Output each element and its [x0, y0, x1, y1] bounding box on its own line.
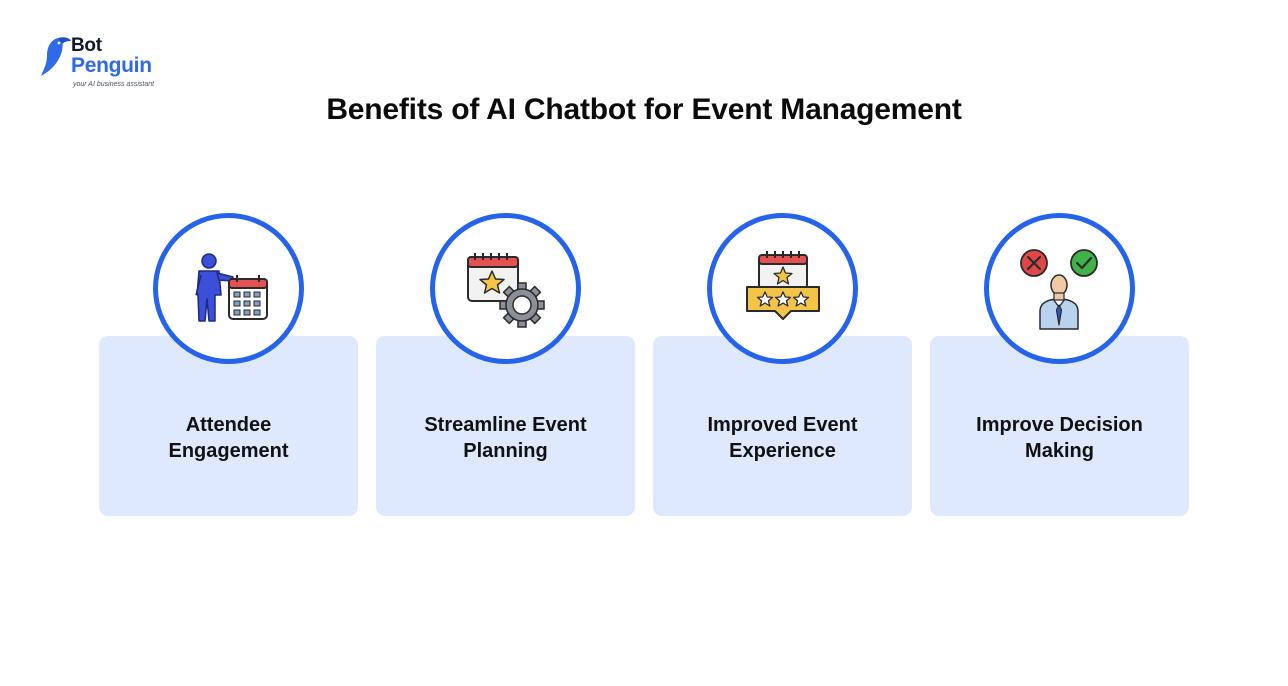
benefit-card-attendee-engagement: Attendee Engagement: [99, 336, 358, 516]
calendar-rating-icon: [745, 250, 820, 320]
benefit-card-improved-event-experience: Improved Event Experience: [653, 336, 912, 516]
benefit-label-line1: Streamline Event: [424, 414, 587, 436]
benefit-card-improve-decision-making: Improve Decision Making: [930, 336, 1189, 516]
benefit-label: Improve Decision Making: [942, 412, 1177, 464]
benefit-icon-circle: [984, 213, 1135, 364]
benefit-label-line1: Improved Event: [707, 414, 858, 436]
logo-tagline: your AI business assistant: [73, 81, 155, 88]
decision-person-icon: [1019, 248, 1098, 330]
logo-name-bot: Bot: [71, 35, 102, 56]
penguin-logo-icon: [41, 37, 71, 76]
benefit-icon-circle: [707, 213, 858, 364]
benefit-label: Attendee Engagement: [111, 412, 346, 464]
benefit-icon-circle: [153, 213, 304, 364]
logo-name-penguin: Penguin: [71, 54, 152, 77]
benefit-label: Streamline Event Planning: [388, 412, 623, 464]
benefit-label-line2: Experience: [729, 440, 836, 462]
calendar-gear-icon: [466, 252, 545, 328]
benefit-icon-circle: [430, 213, 581, 364]
page-title: Benefits of AI Chatbot for Event Managem…: [326, 93, 962, 126]
botpenguin-logo: Bot Penguin your AI business assistant: [40, 34, 200, 94]
benefit-label-line2: Planning: [463, 440, 548, 462]
benefit-label-line2: Making: [1025, 440, 1094, 462]
person-calendar-icon: [194, 252, 268, 322]
benefit-label-line1: Attendee: [185, 414, 272, 436]
benefit-label-line1: Improve Decision: [976, 414, 1143, 436]
benefit-label-line2: Engagement: [168, 440, 289, 462]
benefit-label: Improved Event Experience: [665, 412, 900, 464]
benefit-card-streamline-event-planning: Streamline Event Planning: [376, 336, 635, 516]
